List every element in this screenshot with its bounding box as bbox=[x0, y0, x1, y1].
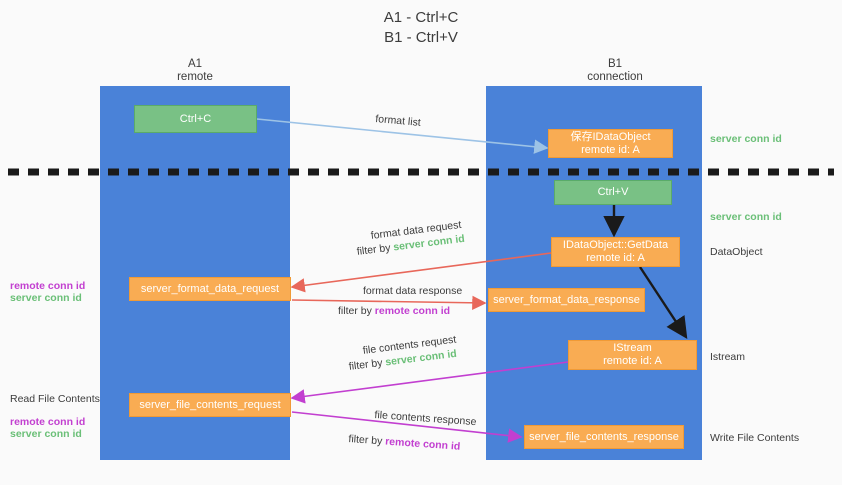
right-label-server-conn-id-mid: server conn id bbox=[710, 211, 782, 223]
filter-prefix: filter by bbox=[348, 432, 386, 448]
node-server-file-contents-response[interactable]: server_file_contents_response bbox=[524, 425, 684, 449]
filter-prefix: filter by bbox=[356, 241, 395, 258]
edge-label-file-contents-response: file contents response bbox=[374, 408, 477, 429]
node-ctrl-c[interactable]: Ctrl+C bbox=[134, 105, 257, 133]
left-label-read-file-contents: Read File Contents bbox=[10, 393, 100, 405]
edge-label-format-data-response-filter: filter by remote conn id bbox=[338, 304, 450, 318]
node-istream[interactable]: IStream remote id: A bbox=[568, 340, 697, 370]
right-label-istream: Istream bbox=[710, 351, 746, 363]
lane-header-a1: A1 remote bbox=[177, 58, 213, 83]
node-server-format-data-request[interactable]: server_format_data_request bbox=[129, 277, 291, 301]
edge-label-format-data-response: format data response bbox=[363, 285, 463, 297]
edge-label-format-list: format list bbox=[374, 112, 422, 129]
edge-label-file-contents-response-filter: filter by remote conn id bbox=[348, 432, 461, 454]
left-label-remote-conn-id-mid: remote conn id bbox=[10, 280, 86, 292]
filter-value-remote-conn-id: remote conn id bbox=[374, 305, 451, 317]
node-idataobject-save[interactable]: 保存IDataObject remote id: A bbox=[548, 129, 673, 158]
right-label-server-conn-id-top: server conn id bbox=[710, 133, 782, 145]
left-label-remote-conn-id-bottom: remote conn id bbox=[10, 416, 86, 428]
node-getdata[interactable]: IDataObject::GetData remote id: A bbox=[551, 237, 680, 267]
left-label-server-conn-id-mid: server conn id bbox=[10, 292, 82, 304]
filter-prefix: filter by bbox=[348, 356, 387, 373]
page-title: A1 - Ctrl+C B1 - Ctrl+V bbox=[383, 9, 459, 46]
left-label-server-conn-id-bottom: server conn id bbox=[10, 428, 82, 440]
edge-format-data-response bbox=[291, 295, 487, 311]
node-server-file-contents-request[interactable]: server_file_contents_request bbox=[129, 393, 291, 417]
right-label-write-file-contents: Write File Contents bbox=[710, 432, 800, 444]
node-server-format-data-response[interactable]: server_format_data_response bbox=[488, 288, 645, 312]
lane-header-b1: B1 connection bbox=[587, 58, 643, 83]
filter-prefix: filter by bbox=[338, 305, 375, 317]
node-ctrl-v[interactable]: Ctrl+V bbox=[554, 180, 672, 205]
filter-value-remote-conn-id: remote conn id bbox=[384, 435, 461, 453]
right-label-dataobject: DataObject bbox=[710, 246, 763, 258]
